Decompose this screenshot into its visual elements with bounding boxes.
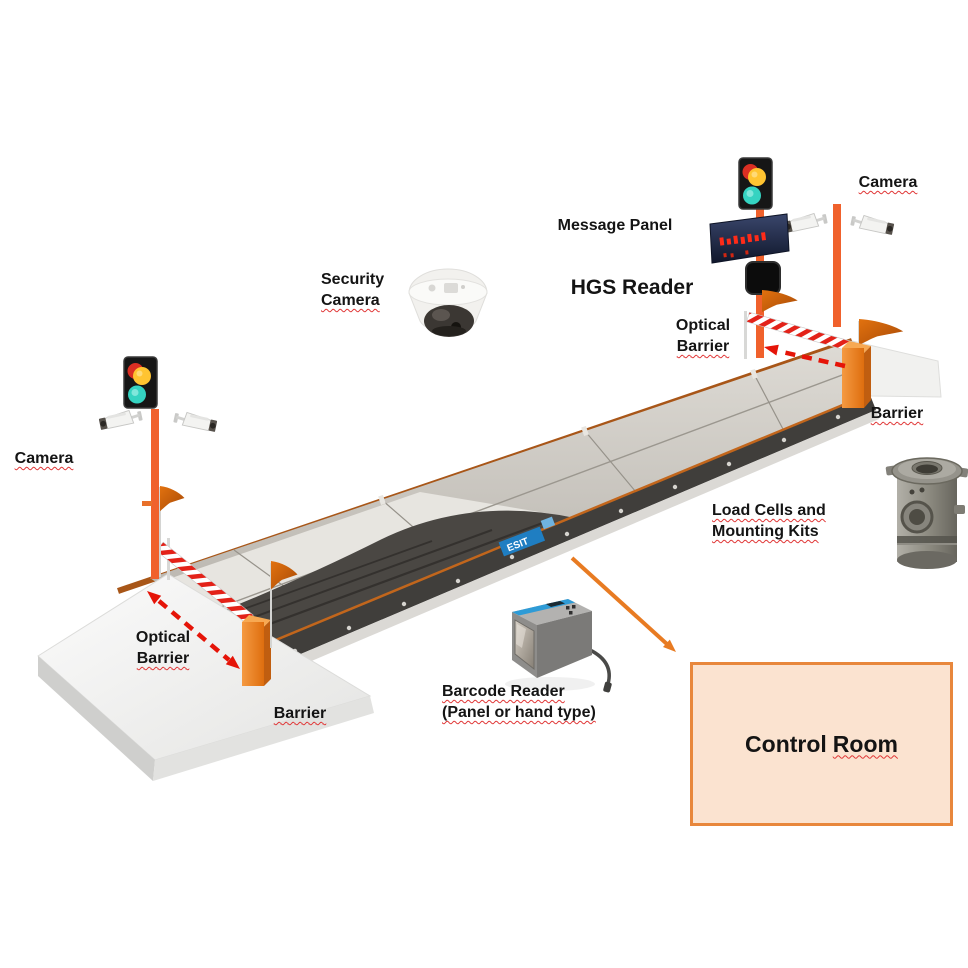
message-panel-display [709, 213, 790, 264]
label-optical-barrier-left: Optical Barrier [135, 629, 191, 667]
label-camera-left: Camera [14, 450, 74, 467]
label-hgs-reader: HGS Reader [570, 276, 694, 299]
label-message-panel: Message Panel [557, 217, 673, 234]
deck-entry-ribs [205, 510, 575, 650]
control-room-word2: Room [832, 730, 898, 757]
hgs-reader-device [745, 261, 781, 295]
label-barrier-left: Barrier [273, 705, 327, 722]
warning-flag-mid [270, 561, 298, 648]
red-dashed-arrow-right [764, 344, 846, 369]
barrier-post-left [242, 615, 271, 686]
led-text [719, 232, 767, 258]
barcode-reader-device [505, 599, 612, 693]
red-dashed-arrow-left [147, 591, 240, 669]
barrier-post-right [842, 341, 871, 408]
label-load-cells: Load Cells and Mounting Kits [712, 502, 826, 540]
warning-flag-left [159, 486, 185, 577]
control-room-box: Control Room [690, 662, 953, 826]
warning-flag-right-pole [762, 290, 798, 313]
control-room-word1: Control [745, 730, 827, 757]
label-barrier-right: Barrier [870, 405, 924, 422]
camera-pole-left [142, 409, 159, 579]
load-cell-device [885, 457, 968, 569]
entry-ramp [37, 573, 374, 781]
camera-pole-right [833, 204, 841, 327]
cctv-camera-left-a-icon [96, 406, 145, 432]
cctv-camera-right-b-icon [848, 211, 897, 237]
weighbridge-deck: ESIT [117, 338, 879, 680]
cctv-camera-right-a-icon [781, 209, 830, 235]
label-barcode-reader: Barcode Reader (Panel or hand type) [442, 683, 596, 721]
label-optical-barrier-right: Optical Barrier [675, 317, 731, 355]
cctv-camera-left-b-icon [171, 408, 220, 434]
label-camera-right: Camera [858, 174, 918, 191]
traffic-light-right-icon [738, 157, 773, 210]
traffic-light-left-icon [123, 356, 158, 409]
label-security-camera: Security Camera [321, 271, 385, 309]
orange-connector-arrow [570, 556, 676, 652]
security-dome-camera-icon [408, 268, 488, 337]
